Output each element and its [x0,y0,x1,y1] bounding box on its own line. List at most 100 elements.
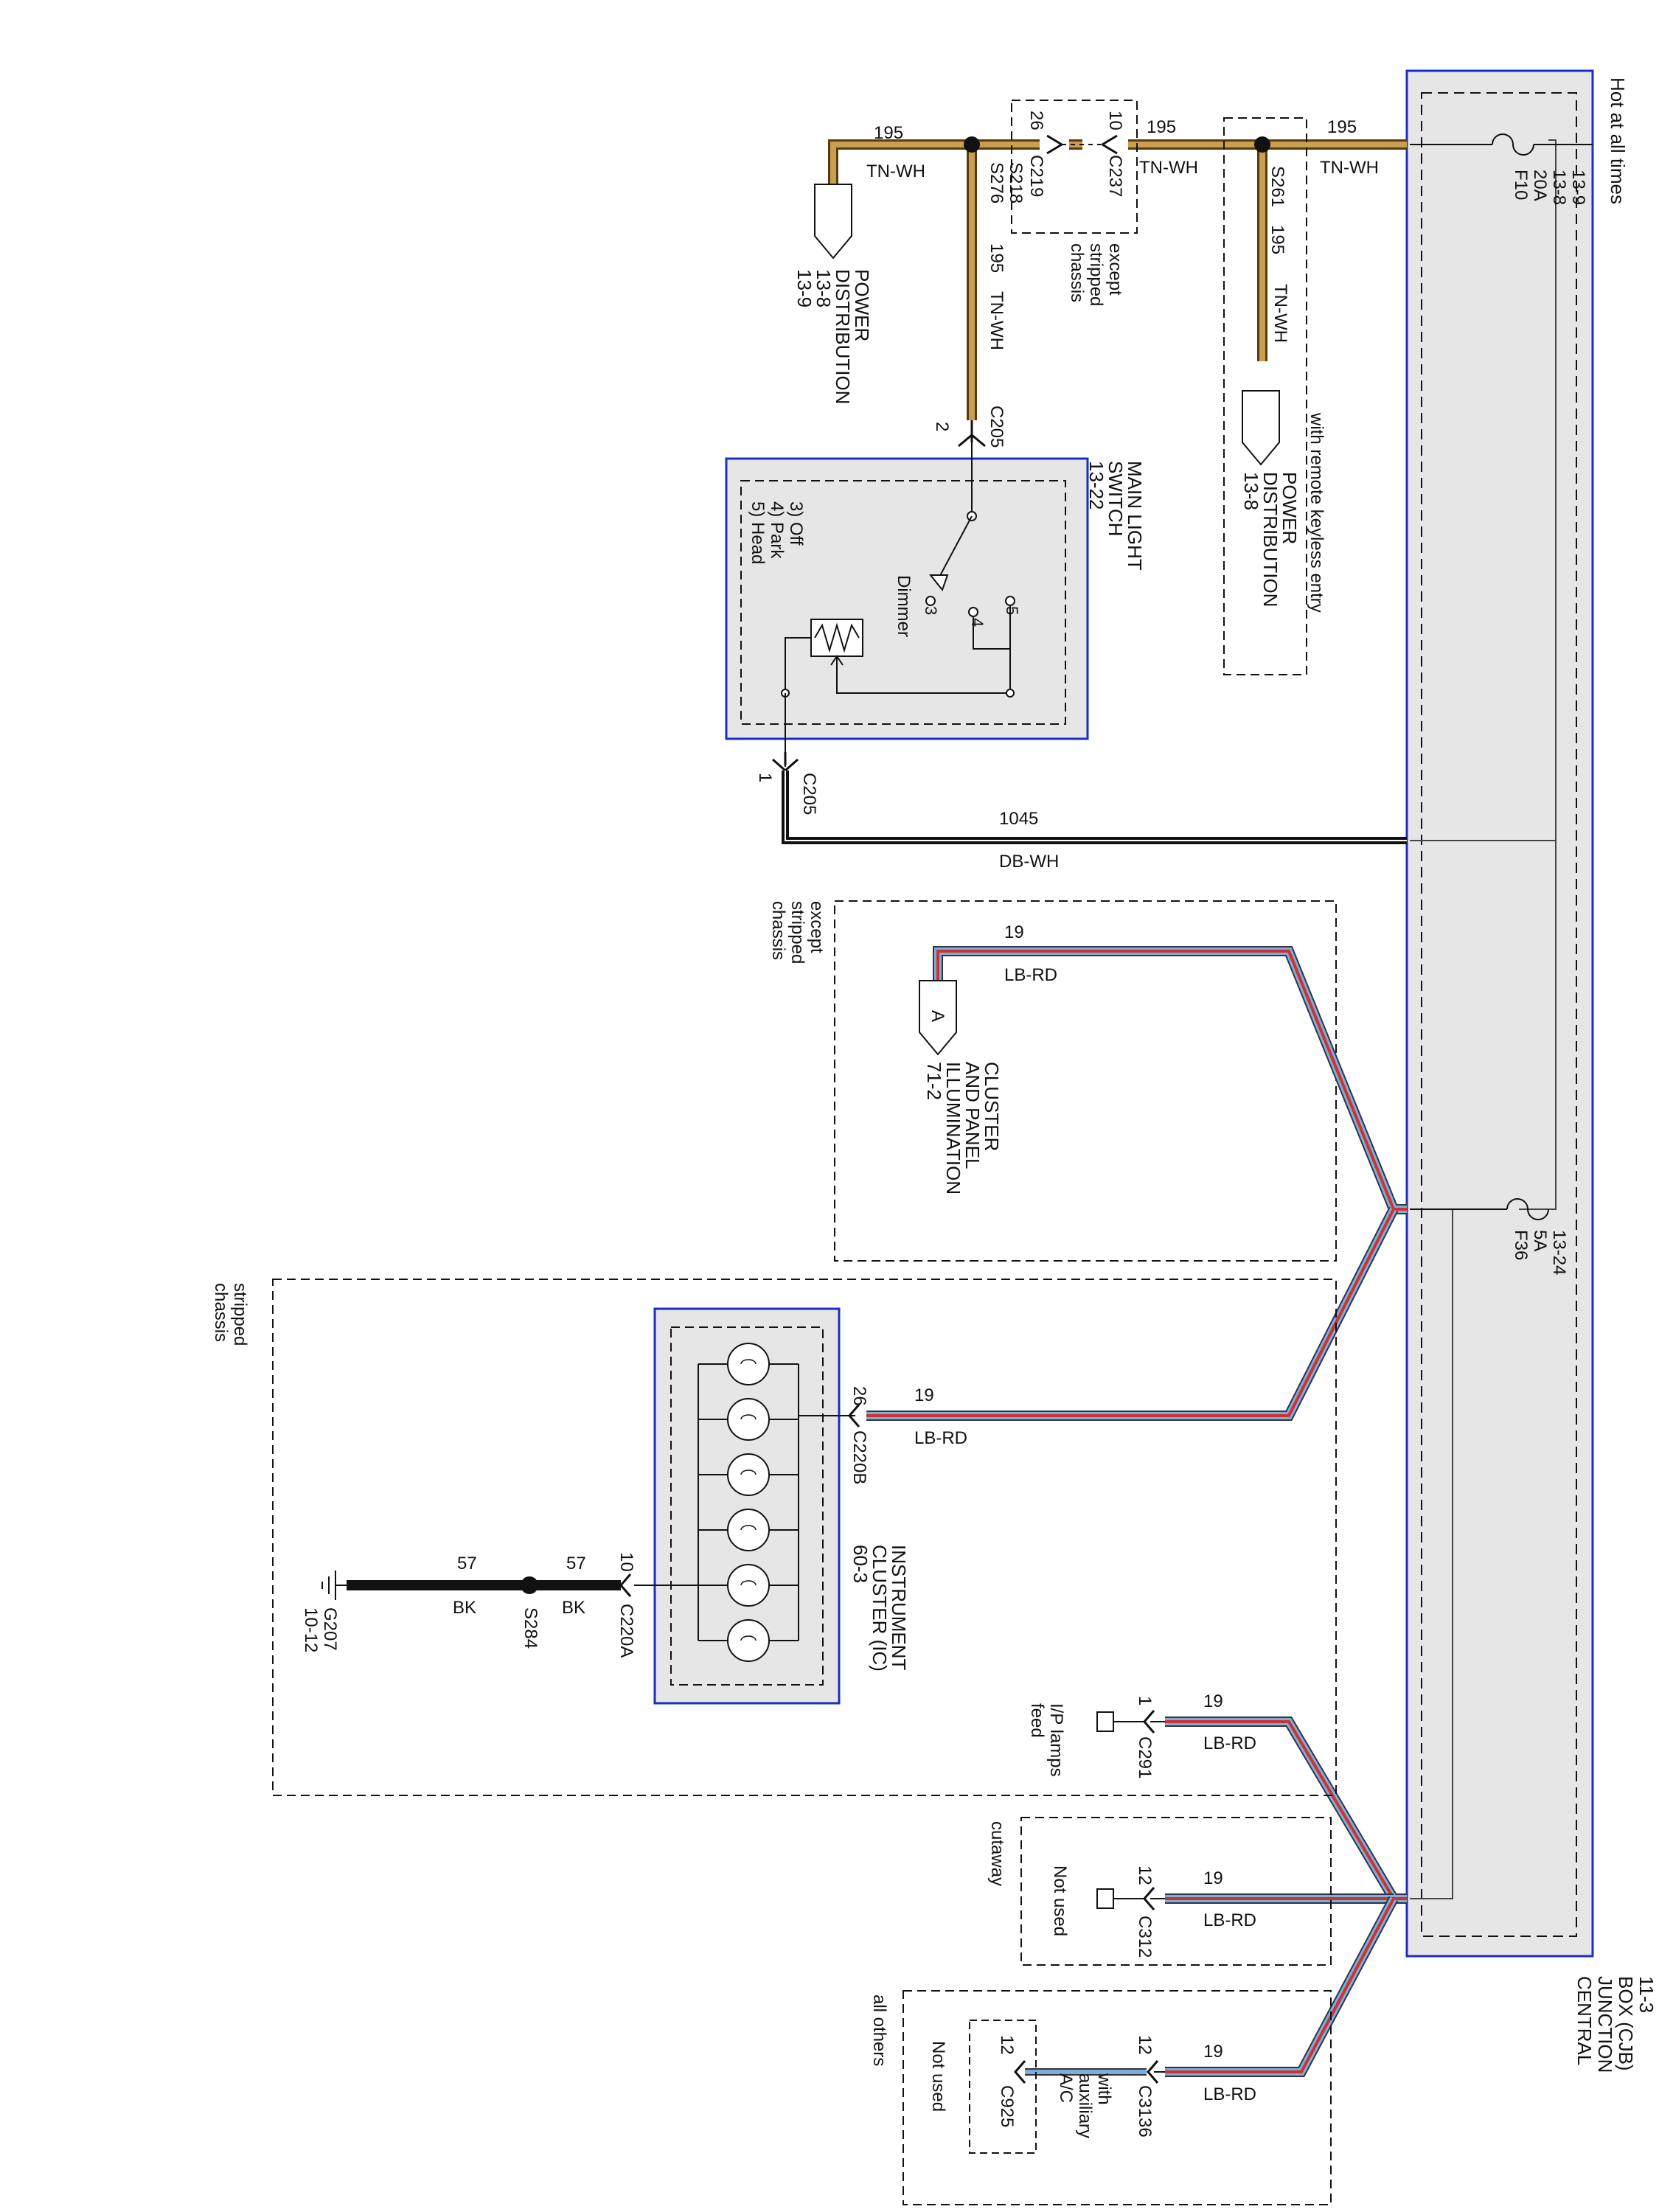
connector-c312-label: C312 [1135,1916,1155,1958]
w195-color-d: TN-WH [1270,284,1290,343]
note-cutaway: cutaway [987,1821,1007,1886]
ground-labels: G207 10-12 [301,1607,340,1652]
cp-title3: ILLUMINATION [942,1062,964,1194]
pd-left-title2: DISTRIBUTION [832,269,854,404]
note-chassis-mid: chassis [768,901,788,960]
note-remote-keyless: with remote keyless entry [1307,412,1326,613]
mls-title2: SWITCH [1105,461,1127,537]
pin-10-c237: 10 [1105,111,1125,131]
connector-c925-label: C925 [997,2085,1017,2127]
connector-c237-label: C237 [1105,155,1125,197]
s218-label-group: S218 S276 195 TN-WH C205 [987,162,1026,448]
w19-color-d: LB-RD [1203,1910,1256,1930]
w195-color-b: TN-WH [1139,158,1198,178]
note-except-mid: except [807,901,827,953]
power-dist-right-labels: POWER DISTRIBUTION 13-8 [1240,472,1301,607]
cjb-title-4: 11-3 [1635,1976,1658,2013]
pd-right-title2: DISTRIBUTION [1259,472,1281,607]
fuse-f10-ref1: 13-8 [1549,170,1569,205]
cp-title2: AND PANEL [961,1062,984,1169]
remote-keyless-box [1223,117,1307,675]
pin-1-c291: 1 [1135,1696,1155,1705]
note-auxiliary: auxiliary [1075,2073,1095,2138]
pd-left-ref-a: 13-8 [813,269,835,307]
switch-arm-icon [928,574,949,592]
connector-c219-label: C219 [1026,155,1046,197]
cluster-panel-labels: CLUSTER AND PANEL ILLUMINATION 71-2 [923,1062,1003,1194]
c219-c237-group [1011,100,1138,234]
c291-stub-icon [1096,1711,1114,1732]
connector-c925-icon [1014,2060,1026,2084]
ic-ref: 60-3 [849,1545,872,1583]
lamp-icon [727,1509,770,1551]
fuse-f36-ref: 13-24 [1549,1230,1569,1275]
power-distribution-right-icon [1242,390,1280,466]
connector-c219-icon [1046,134,1062,155]
w195-circuit-b: 195 [1147,117,1176,137]
connector-c3136-label: C3136 [1135,2085,1155,2138]
c220b-labels: C220B [849,1430,869,1484]
note-not-used-c925: Not used [928,2041,948,2112]
main-light-switch [725,420,1089,767]
cluster-lamps [698,1343,799,1662]
w57-color-b: BK [453,1598,476,1618]
stripped-chassis-note: stripped chassis [211,1283,250,1346]
connector-c220a-label: C220A [616,1604,636,1658]
fuse-f36-icon [1506,1198,1549,1220]
w195-color-a: TN-WH [1320,158,1379,178]
w195-circuit-c: 195 [874,123,903,143]
w195-circuit-e: 195 [987,243,1006,273]
switch-positions: 3) Off 4) Park 5) Head [748,501,806,564]
pd-right-title1: POWER [1279,472,1301,544]
connector-c220a-icon [619,1573,632,1597]
splice-s261-label: S261 [1267,166,1287,207]
cjb-title-3: BOX (CJB) [1615,1976,1637,2071]
ip-lamps-note: I/P lamps feed [1027,1703,1066,1777]
cjb-title-2: JUNCTION [1594,1976,1616,2073]
w19-circuit-c: 19 [1203,1691,1223,1711]
pin-5-label: 5 [1003,606,1021,615]
w57-circuit-a: 57 [566,1554,586,1573]
wire-1045-db-wh [772,752,1407,844]
pin-26-c220b: 26 [849,1386,869,1406]
w195-color-e: TN-WH [987,291,1006,350]
pin-12-c312: 12 [1135,1865,1155,1885]
central-junction-box [1405,69,1594,1958]
ground-icon [321,1571,336,1600]
w19-circuit-d: 19 [1203,1868,1223,1888]
connector-c291-label: C291 [1135,1736,1155,1778]
pd-left-title1: POWER [851,269,873,341]
wire-19-lb-rd [866,946,1407,2077]
connector-c237-icon [1102,134,1118,155]
connector-c220b-icon [848,1404,860,1427]
splice-s218-label: S218 [1006,162,1026,204]
contact-4-icon [968,607,978,617]
pin-3-label: 3 [922,606,940,615]
w19-color-a: LB-RD [1004,965,1057,985]
pin-26-c219: 26 [1026,111,1046,131]
ground-g207-label: G207 [320,1607,340,1651]
fuse-f10-name: F10 [1511,170,1531,200]
note-except-top: except [1105,243,1125,296]
instrument-cluster-title: INSTRUMENT CLUSTER (IC) 60-3 [849,1545,910,1672]
c925-box [969,2020,1037,2154]
fuse-f36-name: F36 [1511,1230,1531,1260]
power-dist-left-labels: POWER DISTRIBUTION 13-8 13-9 [793,269,873,404]
w19-circuit-b: 19 [914,1385,934,1405]
note-not-used-c312: Not used [1050,1865,1070,1936]
w1045-color: DB-WH [999,852,1059,872]
cutaway-box [1020,1817,1332,1966]
w19-circuit-a: 19 [1004,922,1024,942]
cp-ref: 71-2 [923,1062,945,1100]
fuse-f10-ref2: 13-9 [1568,170,1588,205]
fuse-f10-label: F10 20A 13-8 13-9 [1511,170,1588,205]
splice-s284-icon [521,1576,538,1594]
lamp-icon [727,1398,770,1441]
note-with: with [1094,2073,1114,2105]
c312-stub-icon [1096,1888,1114,1909]
lamp-icon [727,1453,770,1496]
pd-right-ref: 13-8 [1240,472,1262,510]
cp-title1: CLUSTER [981,1062,1003,1151]
note-stripped-mid: stripped [787,901,807,964]
note-feed: feed [1027,1703,1047,1738]
